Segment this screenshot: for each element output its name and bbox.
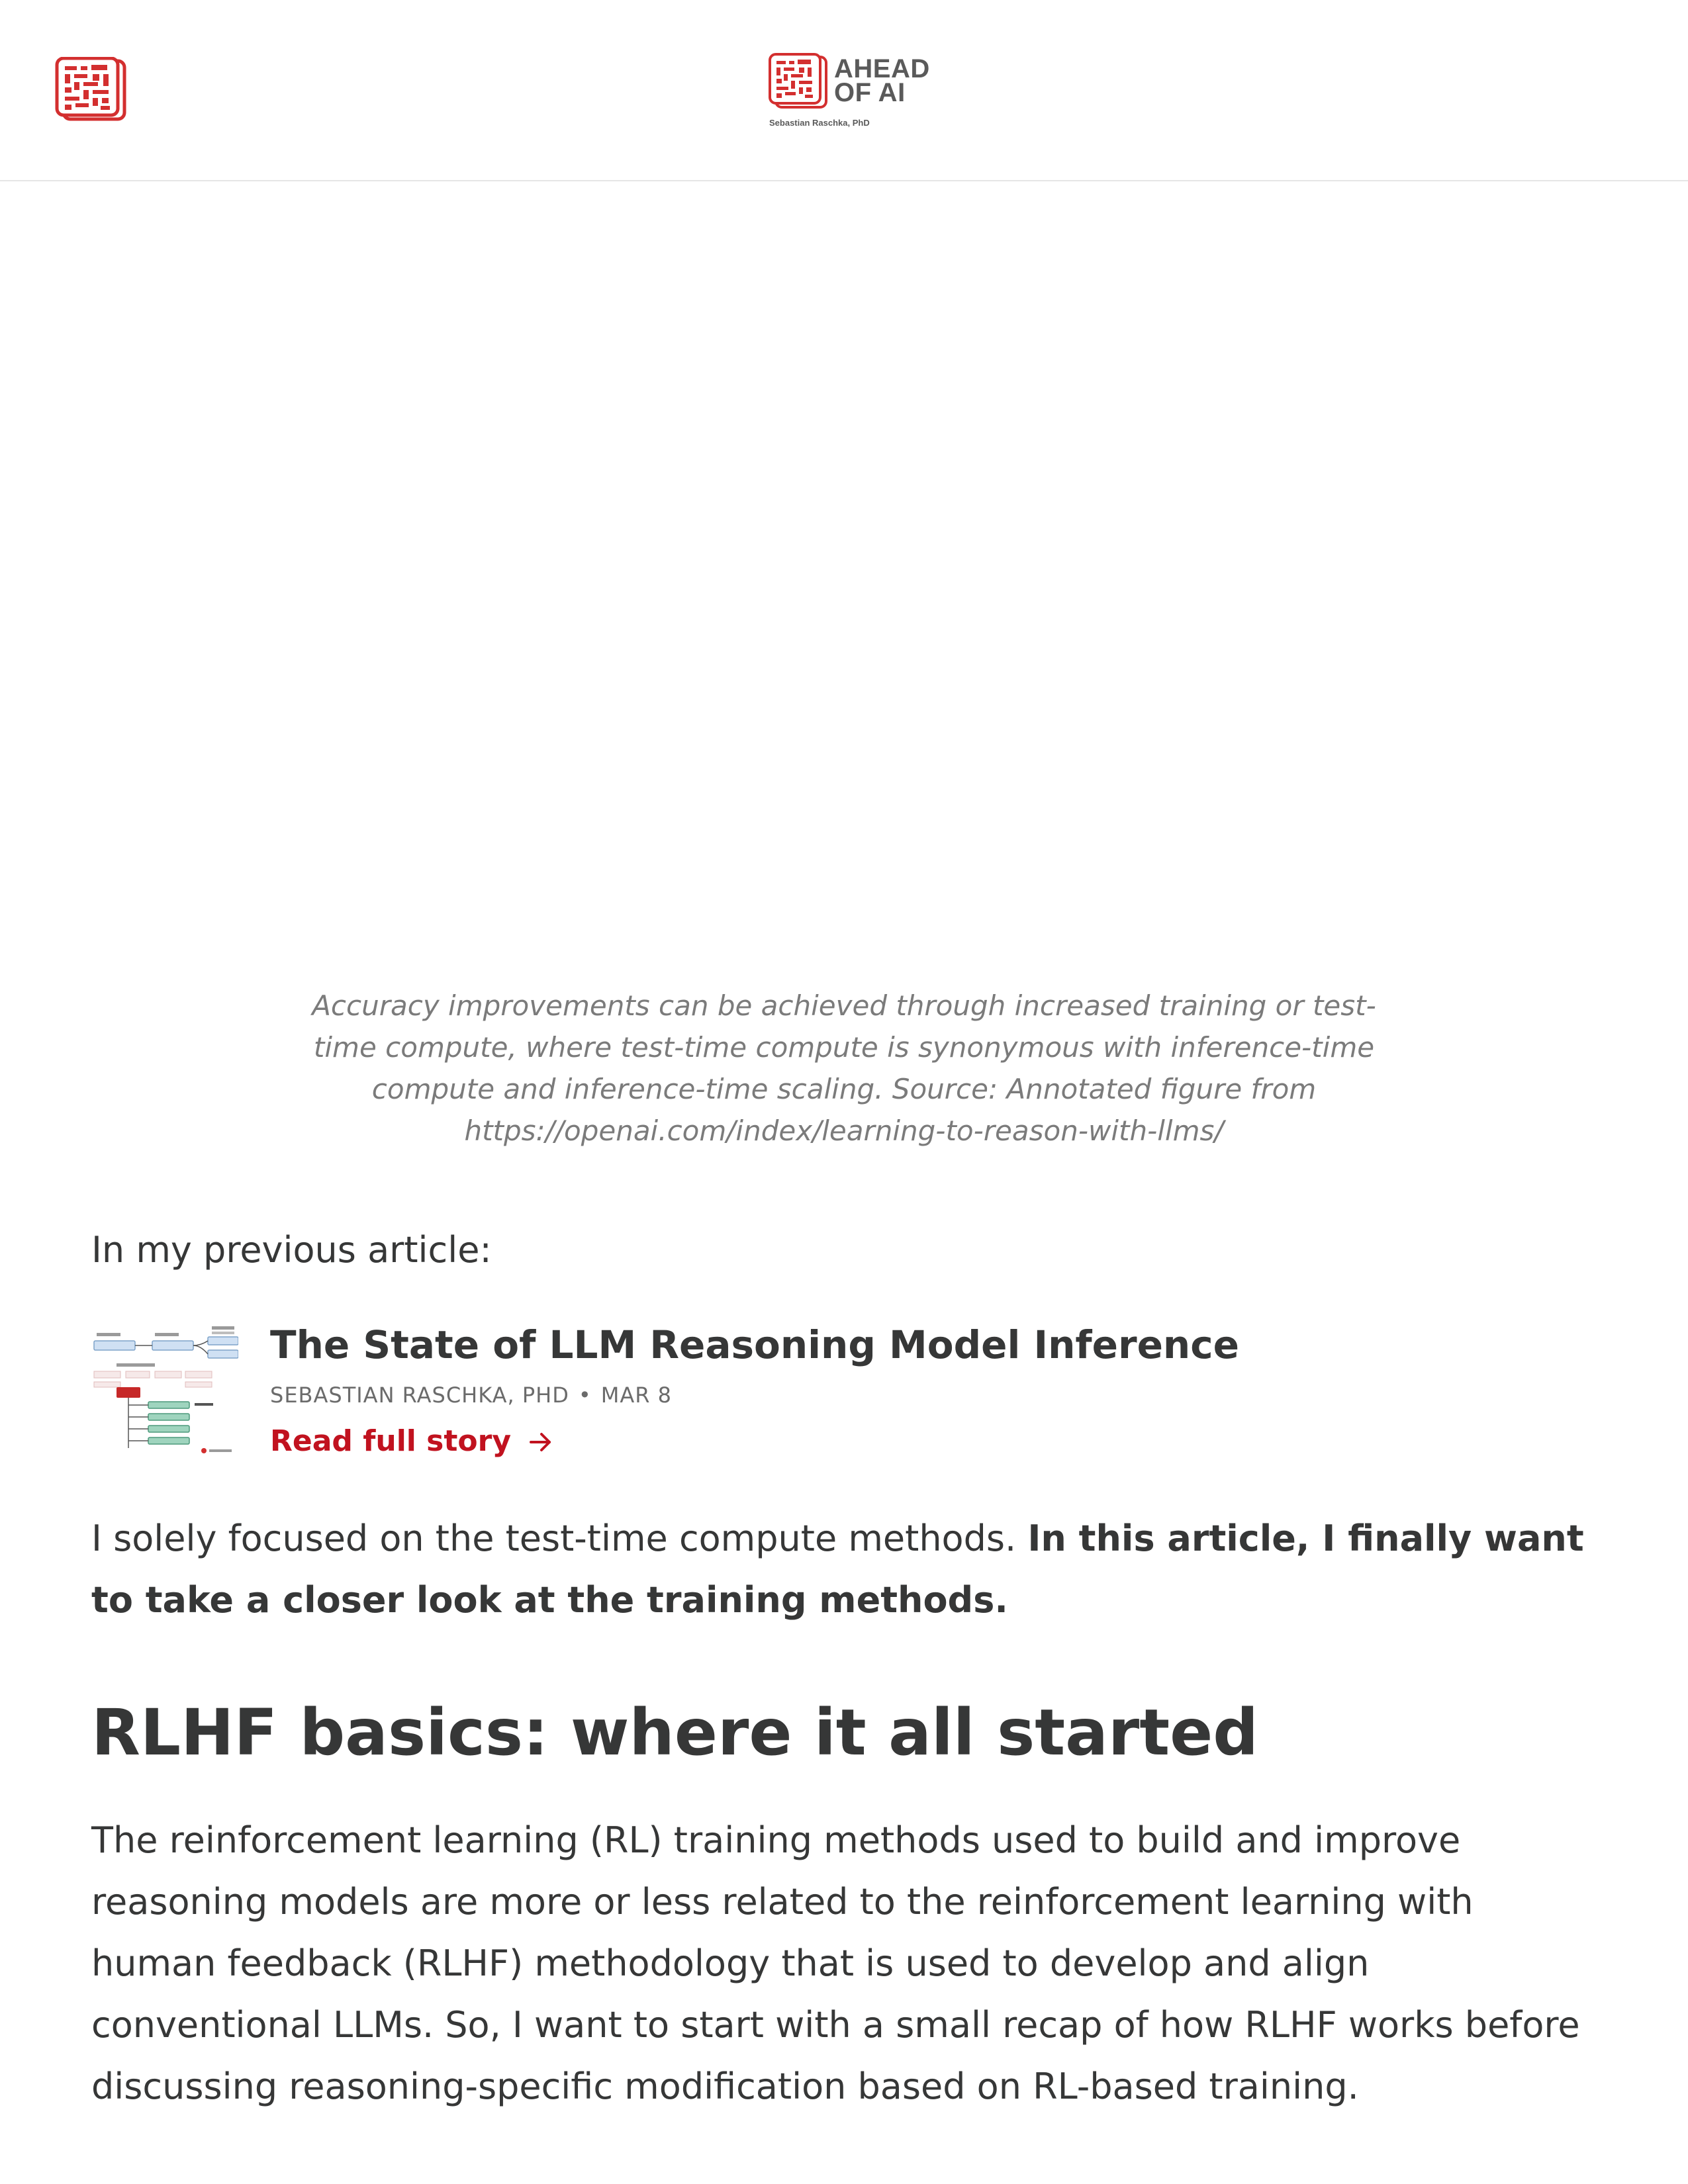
focus-paragraph-bold: In this article, I finally want to take …: [91, 1518, 1584, 1621]
figure-caption: Accuracy improvements can be achieved th…: [312, 989, 1376, 1147]
embedded-post-thumbnail[interactable]: [91, 1321, 239, 1460]
focus-paragraph: I solely focused on the test-time comput…: [91, 1508, 1607, 1631]
rlhf-paragraph: The reinforcement learning (RL) training…: [91, 1819, 1580, 2107]
brand-author: Sebastian Raschka, PhD: [769, 118, 870, 128]
section-heading: RLHF basics: where it all started: [91, 1696, 1258, 1770]
embedded-post-author: SEBASTIAN RASCHKA, PHD: [270, 1383, 569, 1408]
embedded-post-date: MAR 8: [600, 1383, 673, 1408]
brand-logo-icon: [768, 53, 829, 110]
article-figure-image[interactable]: [91, 199, 1597, 966]
read-full-story-link[interactable]: Read full story: [270, 1423, 553, 1460]
brand-name-line1: AHEAD: [834, 54, 930, 83]
site-header: AHEAD OF AI Sebastian Raschka, PhD: [0, 0, 1688, 181]
embedded-post-card[interactable]: The State of LLM Reasoning Model Inferen…: [91, 1321, 1415, 1467]
publication-brand[interactable]: AHEAD OF AI Sebastian Raschka, PhD: [768, 53, 940, 132]
focus-paragraph-plain: I solely focused on the test-time comput…: [91, 1518, 1028, 1559]
embedded-post-title[interactable]: The State of LLM Reasoning Model Inferen…: [270, 1322, 1239, 1367]
embedded-post-meta: SEBASTIAN RASCHKA, PHD • MAR 8: [270, 1381, 672, 1410]
intro-paragraph: In my previous article:: [91, 1229, 492, 1271]
arrow-right-icon: [528, 1423, 553, 1460]
read-full-story-label: Read full story: [270, 1424, 512, 1458]
meta-separator: •: [578, 1383, 592, 1408]
home-logo-icon[interactable]: [54, 56, 130, 123]
brand-name-line2: OF AI: [834, 78, 906, 107]
